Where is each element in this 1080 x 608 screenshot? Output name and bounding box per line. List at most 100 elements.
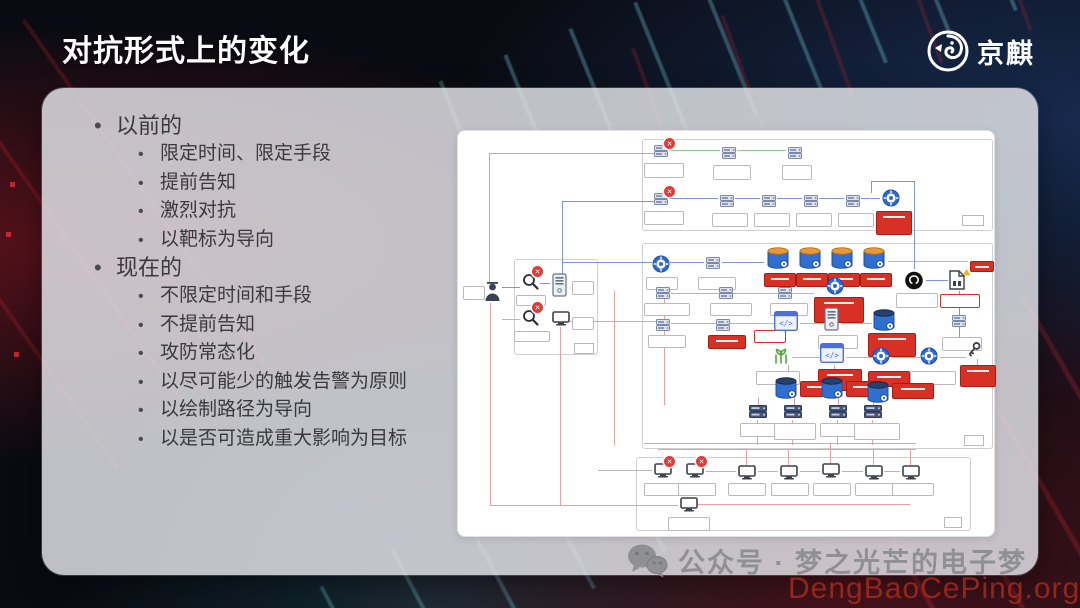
diagram-connector-line xyxy=(871,181,914,182)
architecture-diagram: ✕✕</></>✕✕✕✕ xyxy=(457,130,996,537)
watermark-text: 公众号 · 梦之光芒的电子梦 xyxy=(678,548,1027,578)
diagram-connector-line xyxy=(614,291,615,445)
bullet-text: 以靶标为导向 xyxy=(160,228,275,250)
document-warning-icon xyxy=(948,269,971,290)
diagram-connector-line xyxy=(910,450,911,465)
diagram-connector-line xyxy=(570,321,656,322)
node-label-box xyxy=(838,213,874,227)
node-label-box xyxy=(796,213,832,227)
service-gear-icon xyxy=(920,347,938,365)
server-icon xyxy=(656,319,670,331)
diagram-connector-line xyxy=(706,471,736,472)
bullet-text: 不提前告知 xyxy=(160,313,256,335)
magnifier-icon xyxy=(522,309,539,326)
background-dot xyxy=(14,352,19,357)
watermark: 公众号 · 梦之光芒的电子梦 xyxy=(626,541,1027,580)
database-icon xyxy=(872,309,896,331)
magnifier-icon xyxy=(522,273,539,290)
alert-label-box xyxy=(764,273,796,287)
alert-label-box xyxy=(876,211,912,235)
node-label-box xyxy=(644,211,684,225)
database-icon xyxy=(820,377,844,399)
diagram-connector-line xyxy=(842,323,872,324)
diagram-connector-line xyxy=(670,262,704,263)
node-label-box xyxy=(942,337,982,351)
diagram-connector-line xyxy=(888,261,968,262)
bullet-item-level2: •提前告知 xyxy=(94,169,466,198)
diagram-connector-line xyxy=(800,323,824,324)
node-label-box xyxy=(728,483,766,496)
diagram-connector-line xyxy=(884,471,900,472)
bullet-text: 以尽可能少的触发告警为原则 xyxy=(160,370,408,392)
diagram-connector-line xyxy=(560,327,561,505)
server-icon xyxy=(720,195,734,207)
alert-badge-icon: ✕ xyxy=(664,456,675,467)
node-label-box xyxy=(678,483,716,496)
diagram-connector-line xyxy=(758,471,778,472)
key-icon xyxy=(966,341,982,359)
bullet-item-level2: •以是否可造成重大影响为目标 xyxy=(94,425,466,454)
warning-label-box xyxy=(754,330,786,343)
server-icon xyxy=(716,319,730,331)
bullet-marker: • xyxy=(94,255,102,280)
group-tab-box xyxy=(944,517,962,528)
background-dot xyxy=(10,182,15,187)
diagram-connector-line xyxy=(746,449,747,465)
background-dot xyxy=(6,232,11,237)
diagram-connector-line xyxy=(562,201,563,277)
node-label-box xyxy=(740,423,778,437)
diagram-connector-line xyxy=(722,262,764,263)
alert-label-box xyxy=(970,261,994,272)
node-label-box xyxy=(771,483,809,496)
alert-label-box xyxy=(960,365,996,387)
server-icon xyxy=(778,287,792,299)
bullet-item-level2: • 不限定时间和手段 xyxy=(94,282,466,311)
alert-label-box xyxy=(860,273,892,287)
diagram-connector-line xyxy=(669,150,720,151)
node-label-box xyxy=(854,423,900,440)
bullet-marker: • xyxy=(138,345,144,362)
bullet-item-level1: •以前的 xyxy=(94,112,466,140)
wechat-icon xyxy=(628,544,668,577)
bullet-marker: • xyxy=(94,113,102,138)
diagram-connector-line xyxy=(644,443,916,444)
server-icon xyxy=(706,257,720,269)
node-label-box xyxy=(774,423,816,440)
bullet-marker: • xyxy=(138,316,144,334)
node-label-box xyxy=(463,286,485,300)
bullet-text: 不限定时间和手段 xyxy=(160,285,313,306)
watermark-site: DengBaoCePing.org xyxy=(788,572,1080,605)
alert-label-box xyxy=(708,335,746,349)
node-label-box xyxy=(648,335,686,348)
code-window-icon: </> xyxy=(773,310,799,332)
node-label-box xyxy=(896,293,938,308)
monitor-icon xyxy=(902,465,920,480)
server-icon xyxy=(788,147,802,159)
node-label-box xyxy=(754,213,790,227)
alert-label-box xyxy=(814,297,864,323)
diagram-connector-line xyxy=(671,293,814,294)
alert-badge-icon: ✕ xyxy=(696,456,707,467)
diagram-connector-line xyxy=(873,449,874,465)
brand-logo-text: 京麒 xyxy=(977,38,1035,69)
server-stack-icon xyxy=(864,405,882,418)
monitor-icon xyxy=(552,311,570,326)
alert-label-box xyxy=(796,273,828,287)
diagram-connector-line xyxy=(940,357,966,358)
service-gear-icon xyxy=(826,277,844,295)
bullet-marker: • xyxy=(138,402,144,419)
database-icon xyxy=(866,381,890,403)
page-title: 对抗形式上的变化 xyxy=(62,35,310,68)
bullet-marker: • xyxy=(138,430,144,448)
server-icon xyxy=(762,195,776,207)
warning-label-box xyxy=(940,294,980,308)
diagram-connector-line xyxy=(892,357,920,358)
alert-badge-icon: ✕ xyxy=(532,266,543,277)
bullet-item-level2: •以绘制路径为导向 xyxy=(94,396,466,425)
bullet-list: •以前的•限定时间、限定手段•提前告知•激烈对抗•以靶标为导向•现在的•不限定时… xyxy=(94,112,466,453)
node-label-box xyxy=(514,331,550,342)
node-label-box xyxy=(713,165,751,180)
bullet-marker: • xyxy=(138,288,144,305)
diagram-connector-line xyxy=(788,450,789,465)
